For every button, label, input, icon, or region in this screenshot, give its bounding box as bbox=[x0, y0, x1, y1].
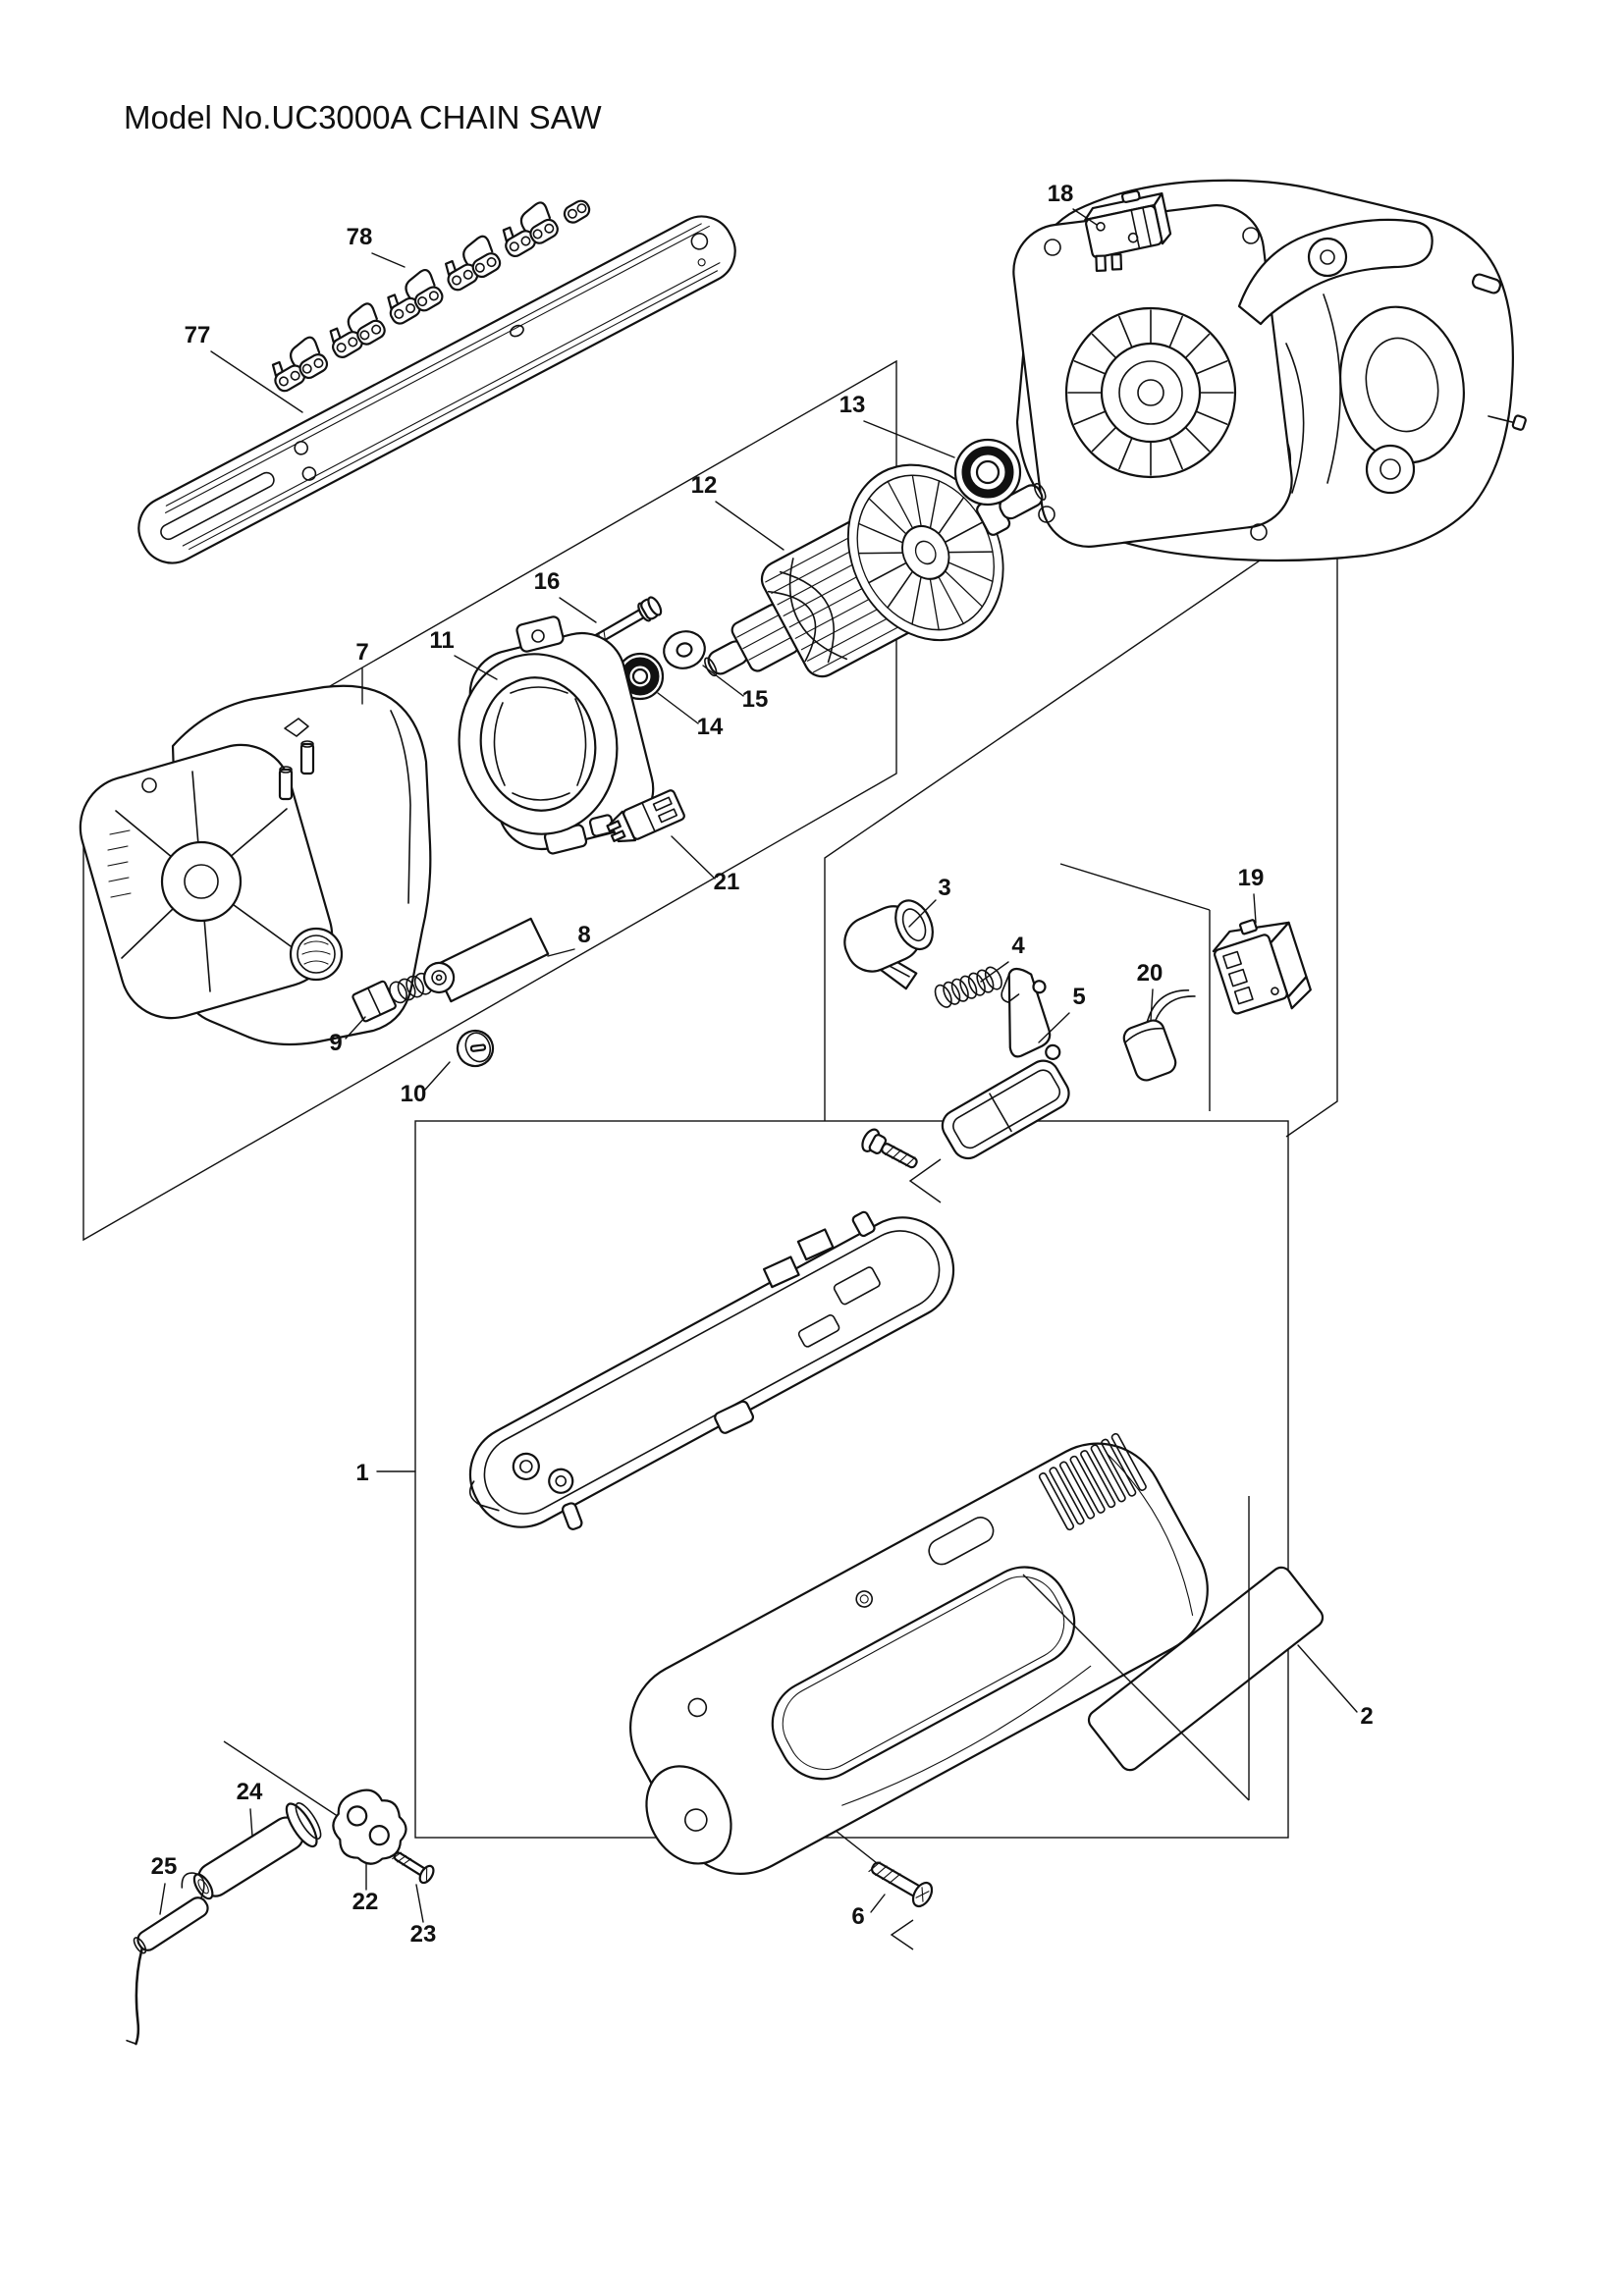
leader-18 bbox=[1072, 208, 1098, 226]
part-washer-15 bbox=[663, 630, 706, 669]
callout-5: 5 bbox=[1072, 984, 1085, 1010]
part-noise-suppressor bbox=[1122, 989, 1196, 1082]
part-carbon-brush bbox=[352, 961, 456, 1023]
leader-8 bbox=[547, 948, 575, 957]
leader-11 bbox=[454, 655, 498, 680]
alignment-pins bbox=[278, 718, 315, 801]
callout-2: 2 bbox=[1360, 1703, 1373, 1730]
part-bearing-13 bbox=[953, 438, 1022, 507]
callout-10: 10 bbox=[401, 1081, 427, 1107]
callout-12: 12 bbox=[691, 472, 718, 499]
part-screw-23 bbox=[392, 1851, 435, 1885]
callout-78: 78 bbox=[347, 224, 373, 250]
group-frame-switch-left bbox=[824, 507, 1338, 1121]
part-motor-housing bbox=[79, 684, 432, 1046]
callout-13: 13 bbox=[839, 392, 866, 418]
group-frame-switch-right bbox=[1285, 507, 1338, 1138]
part-screw-6 bbox=[868, 1861, 934, 1908]
part-gear-housing-assembly bbox=[1012, 179, 1527, 562]
part-lever-5 bbox=[941, 967, 1070, 1160]
part-handle-top bbox=[468, 1210, 955, 1530]
part-handle-body bbox=[629, 1432, 1209, 1875]
leader-9 bbox=[345, 1016, 366, 1040]
callout-16: 16 bbox=[534, 568, 561, 595]
leader-12 bbox=[715, 501, 784, 551]
callout-7: 7 bbox=[355, 639, 368, 666]
leader-19 bbox=[1253, 893, 1257, 924]
insert-arrow-top bbox=[908, 1158, 942, 1203]
leader-5 bbox=[1038, 1012, 1070, 1043]
frame-lines bbox=[82, 359, 1338, 1950]
callout-9: 9 bbox=[329, 1030, 342, 1056]
leader-78 bbox=[371, 252, 406, 268]
leader-25 bbox=[159, 1883, 166, 1915]
callout-11: 11 bbox=[429, 627, 454, 654]
part-sleeve-3 bbox=[843, 899, 934, 990]
page-title: Model No.UC3000A CHAIN SAW bbox=[124, 99, 602, 135]
callout-23: 23 bbox=[410, 1921, 437, 1948]
part-spring-4 bbox=[934, 966, 1002, 1008]
callout-19: 19 bbox=[1238, 865, 1265, 891]
part-connector bbox=[606, 789, 685, 843]
leader-20 bbox=[1150, 988, 1154, 1022]
callout-77: 77 bbox=[185, 322, 211, 348]
part-nameplate-2 bbox=[1087, 1566, 1325, 1772]
leader-23 bbox=[415, 1884, 424, 1923]
callout-4: 4 bbox=[1011, 933, 1025, 959]
leader-21 bbox=[671, 835, 716, 880]
part-saw-chain bbox=[262, 199, 591, 397]
leader-4 bbox=[980, 961, 1009, 983]
leader-24 bbox=[249, 1808, 253, 1838]
part-guide-bar bbox=[137, 215, 736, 564]
callout-3: 3 bbox=[938, 875, 950, 901]
part-armature bbox=[704, 463, 1047, 678]
part-switch bbox=[1084, 189, 1172, 272]
nameplate-guide-lines bbox=[1022, 1496, 1250, 1801]
callout-22: 22 bbox=[352, 1889, 379, 1915]
part-cord-guard-24 bbox=[192, 1802, 322, 1900]
callout-1: 1 bbox=[355, 1460, 368, 1486]
callout-20: 20 bbox=[1137, 960, 1163, 987]
part-cord-clip-22 bbox=[332, 1789, 407, 1865]
callout-14: 14 bbox=[697, 714, 724, 740]
callout-15: 15 bbox=[742, 686, 769, 713]
callout-25: 25 bbox=[151, 1853, 178, 1880]
part-field bbox=[458, 615, 655, 855]
callout-24: 24 bbox=[237, 1779, 263, 1805]
part-nameplate-8 bbox=[432, 917, 550, 1003]
part-screw-under-5 bbox=[861, 1128, 918, 1169]
leader-16 bbox=[559, 597, 597, 623]
part-brush-cap bbox=[456, 1029, 495, 1068]
callout-6: 6 bbox=[851, 1903, 864, 1930]
leader-2 bbox=[1297, 1644, 1358, 1713]
callout-8: 8 bbox=[577, 922, 590, 948]
leader-15 bbox=[702, 665, 744, 697]
group-frame-handle-box bbox=[414, 1120, 1289, 1839]
leader-77 bbox=[210, 350, 303, 413]
leader-3 bbox=[908, 899, 937, 928]
insert-arrow-bottom bbox=[890, 1919, 914, 1950]
leader-6 bbox=[870, 1894, 886, 1913]
leader-14 bbox=[657, 692, 699, 724]
callout-21: 21 bbox=[714, 869, 740, 895]
callout-18: 18 bbox=[1048, 181, 1074, 207]
group-frame-motor bbox=[82, 359, 897, 1242]
armature-fan bbox=[846, 463, 1004, 642]
callouts: 1 2 3 4 5 6 7 8 9 10 11 12 13 14 15 16 1… bbox=[151, 181, 1374, 1948]
leader-13 bbox=[863, 420, 955, 458]
part-cord-25 bbox=[126, 1872, 209, 2046]
part-terminal-block bbox=[1212, 919, 1312, 1015]
leader-10 bbox=[424, 1061, 451, 1091]
